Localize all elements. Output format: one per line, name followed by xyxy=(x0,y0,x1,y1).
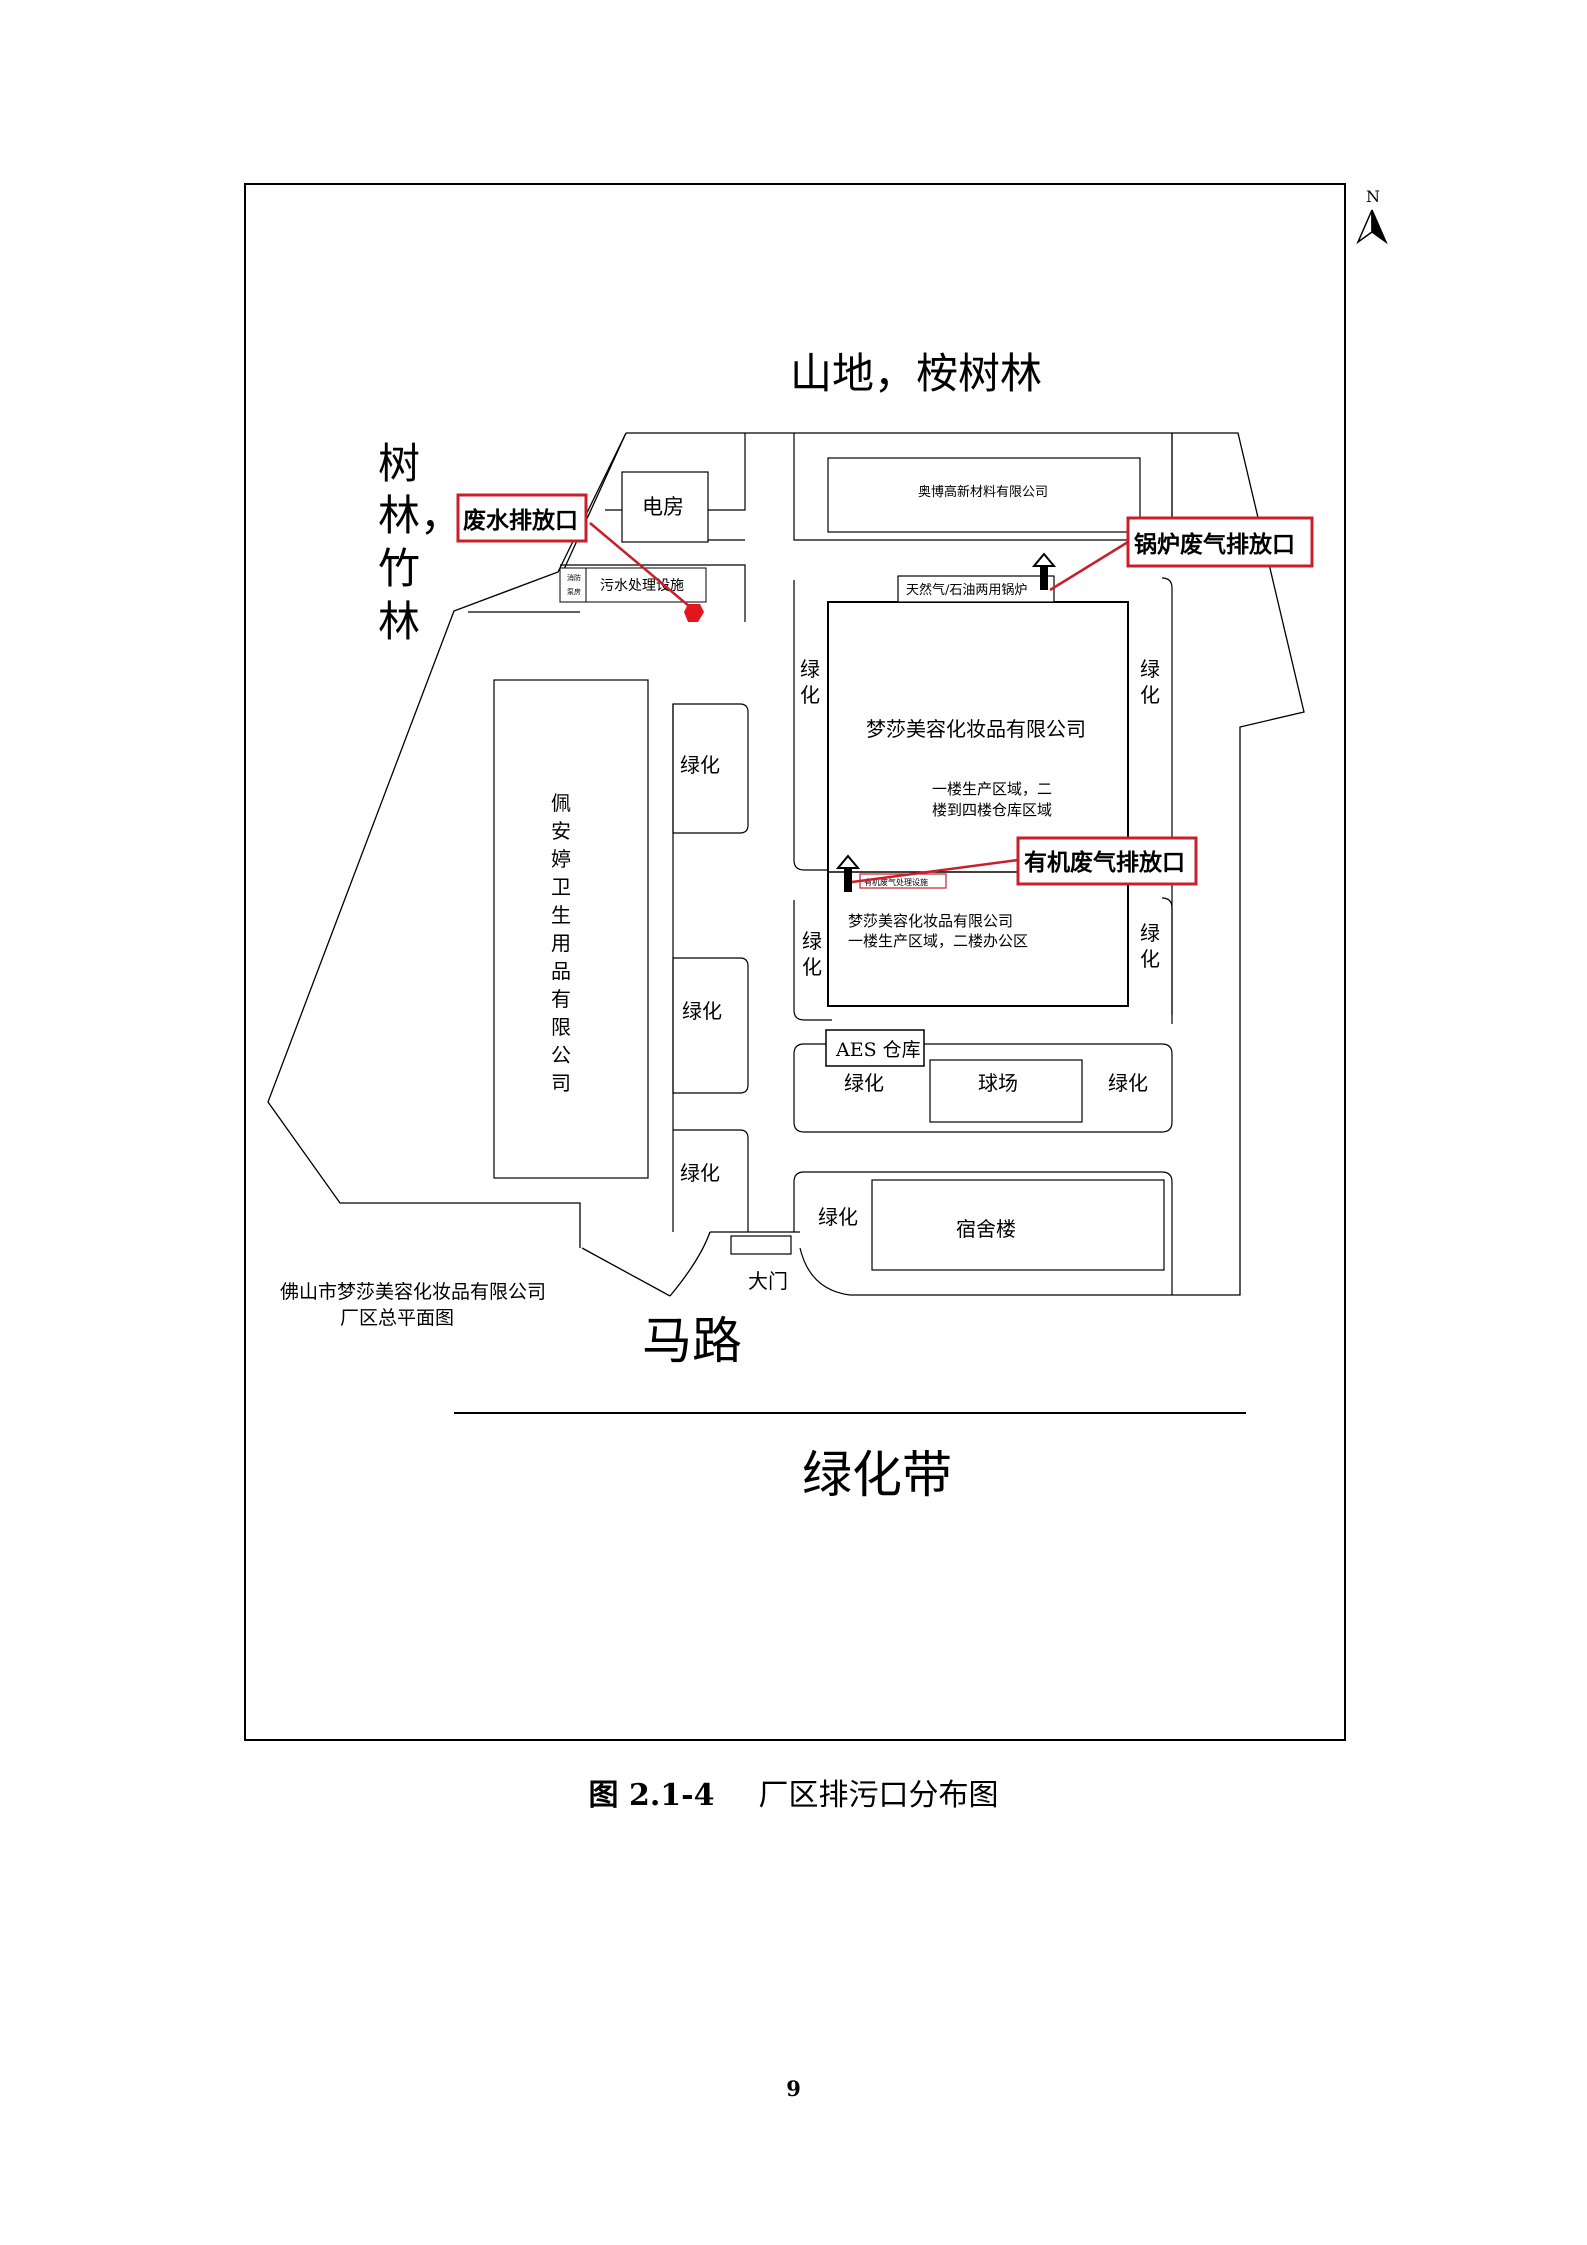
site-boundary xyxy=(267,432,1305,1297)
boiler-block xyxy=(897,575,1055,603)
wastewater-facility-label: 污水处理设施 xyxy=(600,578,684,594)
greenery-label-court-right: 绿化 xyxy=(1108,1071,1148,1095)
north-surroundings-label: 山地，桉树林 xyxy=(790,349,1042,398)
greenery-v1-right-bottom: 绿 xyxy=(1140,921,1160,945)
west-surroundings-char-2: 林， xyxy=(378,491,462,540)
aes-warehouse-block xyxy=(825,1029,925,1067)
dormitory-block xyxy=(871,1179,1165,1271)
organic-gas-outlet-label: 有机废气排放口 xyxy=(1024,849,1185,876)
boiler-label: 天然气/石油两用锅炉 xyxy=(906,582,1027,598)
svg-text:品: 品 xyxy=(551,959,571,983)
organic-facility-label: 有机废气处理设施 xyxy=(864,877,928,887)
svg-text:生: 生 xyxy=(551,903,571,927)
svg-text:用: 用 xyxy=(551,931,571,955)
main-company-label: 梦莎美容化妆品有限公司 xyxy=(866,717,1086,741)
wastewater-outlet-marker-icon xyxy=(684,604,704,622)
boiler-gas-outlet-box xyxy=(1126,516,1314,568)
west-neighbor-block xyxy=(493,679,649,1179)
greenbelt-label: 绿化带 xyxy=(802,1446,952,1504)
gate-block xyxy=(730,1235,792,1255)
greenery-v2-right-bottom: 化 xyxy=(1140,947,1160,971)
boiler-gas-outlet-leader xyxy=(1049,540,1129,592)
plan-title-line-1: 佛山市梦莎美容化妆品有限公司 xyxy=(280,1281,546,1303)
organic-gas-outlet-box xyxy=(1016,836,1198,886)
south-company-label: 梦莎美容化妆品有限公司 xyxy=(848,912,1013,930)
svg-text:安: 安 xyxy=(551,819,571,843)
main-desc-line-2: 楼到四楼仓库区域 xyxy=(932,801,1052,819)
svg-text:佩: 佩 xyxy=(551,791,571,815)
pump-room-label: 消防 xyxy=(567,573,581,582)
gate-label: 大门 xyxy=(748,1269,788,1293)
plan-title-line-2: 厂区总平面图 xyxy=(340,1307,454,1329)
west-neighbor-label: 佩 安 婷 卫 生 用 品 有 限 公 司 xyxy=(551,791,571,1095)
organic-stack-icon xyxy=(835,854,861,892)
dormitory-label: 宿舍楼 xyxy=(956,1217,1016,1241)
neighbor-north-label: 奥博高新材料有限公司 xyxy=(918,484,1048,500)
figure-frame xyxy=(244,183,1346,1741)
court-label: 球场 xyxy=(978,1071,1018,1095)
power-room-label: 电房 xyxy=(642,495,684,519)
site-blocks xyxy=(560,433,1173,1296)
west-surroundings-char-4: 林 xyxy=(378,597,420,646)
boiler-stack-icon xyxy=(1031,552,1057,590)
svg-text:司: 司 xyxy=(551,1071,571,1095)
figure-caption: 图 2.1-4 厂区排污口分布图 xyxy=(0,1770,1587,1814)
greenery-v1-top: 绿 xyxy=(800,657,820,681)
svg-text:有: 有 xyxy=(551,987,571,1011)
greenery-label-court-left: 绿化 xyxy=(844,1071,884,1095)
wastewater-outlet-label: 废水排放口 xyxy=(463,507,578,534)
aes-warehouse-label: AES 仓库 xyxy=(835,1039,921,1061)
road-label: 马路 xyxy=(642,1312,742,1370)
pump-room-label-2: 泵房 xyxy=(567,587,581,596)
svg-text:限: 限 xyxy=(551,1015,571,1039)
north-arrow-icon: N xyxy=(1356,187,1388,245)
greenery-label-west-2: 绿化 xyxy=(682,999,722,1023)
boiler-gas-outlet-label: 锅炉废气排放口 xyxy=(1134,531,1295,558)
figure-title: 厂区排污口分布图 xyxy=(758,1778,999,1813)
main-building-block xyxy=(827,601,1129,1007)
svg-text:公: 公 xyxy=(551,1043,571,1067)
main-desc-line-1: 一楼生产区域，二 xyxy=(932,780,1052,798)
neighbor-north-block xyxy=(827,457,1141,533)
west-surroundings-char-1: 树 xyxy=(378,439,420,488)
west-surroundings-char-3: 竹 xyxy=(378,544,420,593)
greenery-v2-top: 化 xyxy=(800,683,820,707)
greenery-v2-right-top: 化 xyxy=(1140,683,1160,707)
compass-label: N xyxy=(1366,187,1380,206)
greenery-label-west-1: 绿化 xyxy=(680,753,720,777)
wastewater-outlet-box xyxy=(456,493,588,543)
greenery-v1-right-top: 绿 xyxy=(1140,657,1160,681)
greenery-label-dorm: 绿化 xyxy=(818,1205,858,1229)
wastewater-outlet-leader xyxy=(589,522,697,613)
wastewater-facility-block xyxy=(585,567,707,603)
greenery-v1-left-bottom: 绿 xyxy=(802,929,822,953)
greenery-label-west-3: 绿化 xyxy=(680,1161,720,1185)
south-desc-label: 一楼生产区域，二楼办公区 xyxy=(848,932,1028,950)
greenery-v2-left-bottom: 化 xyxy=(802,955,822,979)
power-room-block xyxy=(621,471,709,543)
court-block xyxy=(929,1059,1083,1123)
svg-text:卫: 卫 xyxy=(551,875,571,899)
svg-text:婷: 婷 xyxy=(551,847,571,871)
page-number: 9 xyxy=(786,2076,801,2101)
figure-number: 图 2.1-4 xyxy=(588,1778,715,1813)
organic-gas-outlet-leader xyxy=(851,858,1019,884)
